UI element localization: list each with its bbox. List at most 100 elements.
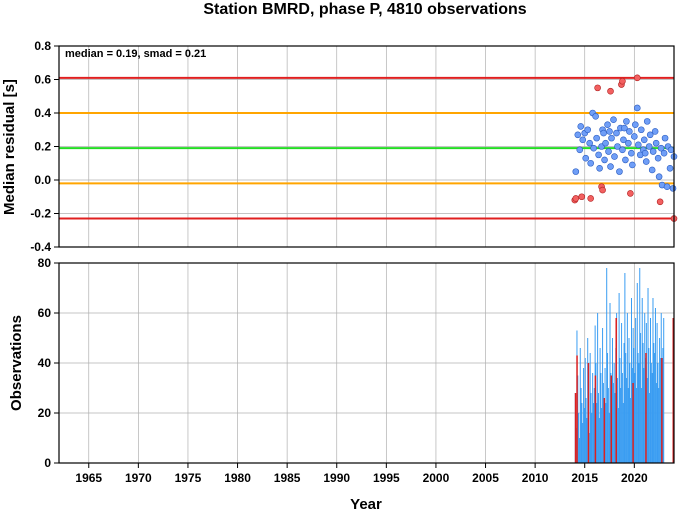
- bar-27: [597, 313, 599, 463]
- bar-20: [591, 413, 593, 463]
- bar-7: [580, 388, 582, 463]
- bar-11: [583, 408, 585, 463]
- bar-103: [659, 358, 661, 463]
- point-outlier-12: [656, 198, 664, 206]
- bar-107: [663, 318, 665, 463]
- red-bar-1: [576, 355, 578, 463]
- red-bar-5: [610, 375, 613, 463]
- bottom-y-tick-label-4: 80: [38, 256, 52, 270]
- bar-57: [621, 373, 623, 463]
- point-inlier-15: [596, 164, 603, 172]
- bottom-y-axis-label: Observations: [8, 315, 25, 411]
- point-inlier-64: [669, 185, 677, 192]
- bar-13: [585, 398, 587, 463]
- red-bar-9: [661, 358, 663, 463]
- bar-92: [650, 363, 652, 463]
- bar-87: [646, 378, 648, 463]
- bar-83: [643, 368, 645, 463]
- bar-8: [581, 403, 583, 463]
- point-inlier-35: [626, 128, 633, 135]
- point-inlier-27: [614, 143, 621, 150]
- bar-45: [611, 338, 613, 463]
- x-tick-label-5: 1990: [323, 471, 350, 485]
- point-inlier-0: [572, 168, 580, 175]
- bar-17: [588, 433, 590, 463]
- x-tick-label-10: 2015: [571, 471, 598, 485]
- bar-54: [619, 358, 621, 463]
- bar-55: [620, 388, 622, 463]
- red-bar-3: [594, 375, 597, 463]
- point-inlier-23: [608, 134, 615, 142]
- bar-26: [596, 403, 598, 463]
- point-inlier-56: [657, 144, 665, 152]
- point-inlier-13: [593, 134, 600, 142]
- top-y-tick-label-3: 0.2: [34, 140, 51, 154]
- red-bar-8: [645, 353, 647, 463]
- point-outlier-4: [594, 84, 601, 92]
- bar-46: [612, 383, 614, 463]
- bar-88: [647, 288, 649, 463]
- bar-76: [637, 353, 639, 463]
- bar-31: [600, 373, 602, 463]
- point-inlier-62: [666, 164, 674, 172]
- bar-12: [584, 358, 586, 463]
- point-inlier-53: [652, 139, 660, 147]
- bar-93: [651, 373, 653, 463]
- point-inlier-67: [606, 128, 613, 135]
- bar-28: [597, 393, 599, 463]
- bar-77: [638, 363, 640, 463]
- bar-5: [578, 438, 580, 463]
- bar-61: [625, 353, 627, 463]
- point-inlier-51: [649, 148, 657, 155]
- point-inlier-3: [577, 123, 585, 130]
- top-y-tick-label-2: 0.0: [34, 173, 51, 187]
- bar-15: [587, 338, 589, 463]
- bar-32: [601, 408, 603, 463]
- bar-41: [608, 413, 610, 463]
- x-tick-label-0: 1965: [75, 471, 102, 485]
- red-bar-4: [603, 398, 606, 463]
- bar-4: [578, 413, 580, 463]
- bar-18: [589, 353, 591, 463]
- point-inlier-6: [582, 154, 590, 162]
- bar-96: [654, 353, 656, 463]
- bar-56: [621, 323, 623, 463]
- point-inlier-37: [629, 161, 636, 169]
- point-inlier-46: [642, 158, 650, 165]
- bar-9: [582, 423, 584, 463]
- bar-82: [642, 343, 644, 463]
- bar-19: [590, 393, 592, 463]
- bar-22: [592, 403, 594, 463]
- bar-6: [579, 348, 581, 463]
- point-inlier-50: [648, 166, 656, 174]
- bottom-y-tick-label-1: 20: [38, 406, 52, 420]
- point-inlier-55: [655, 173, 663, 180]
- bar-38: [606, 268, 608, 463]
- point-inlier-14: [595, 151, 602, 159]
- bar-63: [626, 313, 628, 463]
- point-outlier-11: [633, 74, 641, 82]
- bar-106: [662, 348, 664, 463]
- point-inlier-45: [640, 136, 648, 144]
- point-inlier-19: [602, 139, 609, 147]
- point-inlier-24: [610, 116, 617, 123]
- point-inlier-52: [651, 128, 659, 135]
- point-outlier-1: [572, 195, 580, 202]
- top-y-axis-label: Median residual [s]: [1, 79, 18, 215]
- bar-62: [626, 378, 628, 463]
- bar-95: [653, 343, 655, 463]
- bar-102: [659, 338, 661, 463]
- bar-39: [607, 353, 609, 463]
- point-outlier-2: [578, 193, 586, 201]
- bar-52: [617, 408, 619, 463]
- point-inlier-40: [633, 104, 641, 112]
- bar-74: [635, 388, 637, 463]
- point-inlier-21: [605, 148, 612, 155]
- top-y-tick-label-5: 0.6: [34, 73, 51, 87]
- top-plot-frame: [58, 45, 675, 248]
- point-inlier-41: [634, 141, 642, 149]
- bar-51: [616, 378, 618, 463]
- bar-59: [623, 343, 625, 463]
- bar-65: [628, 338, 630, 463]
- point-inlier-58: [660, 149, 668, 157]
